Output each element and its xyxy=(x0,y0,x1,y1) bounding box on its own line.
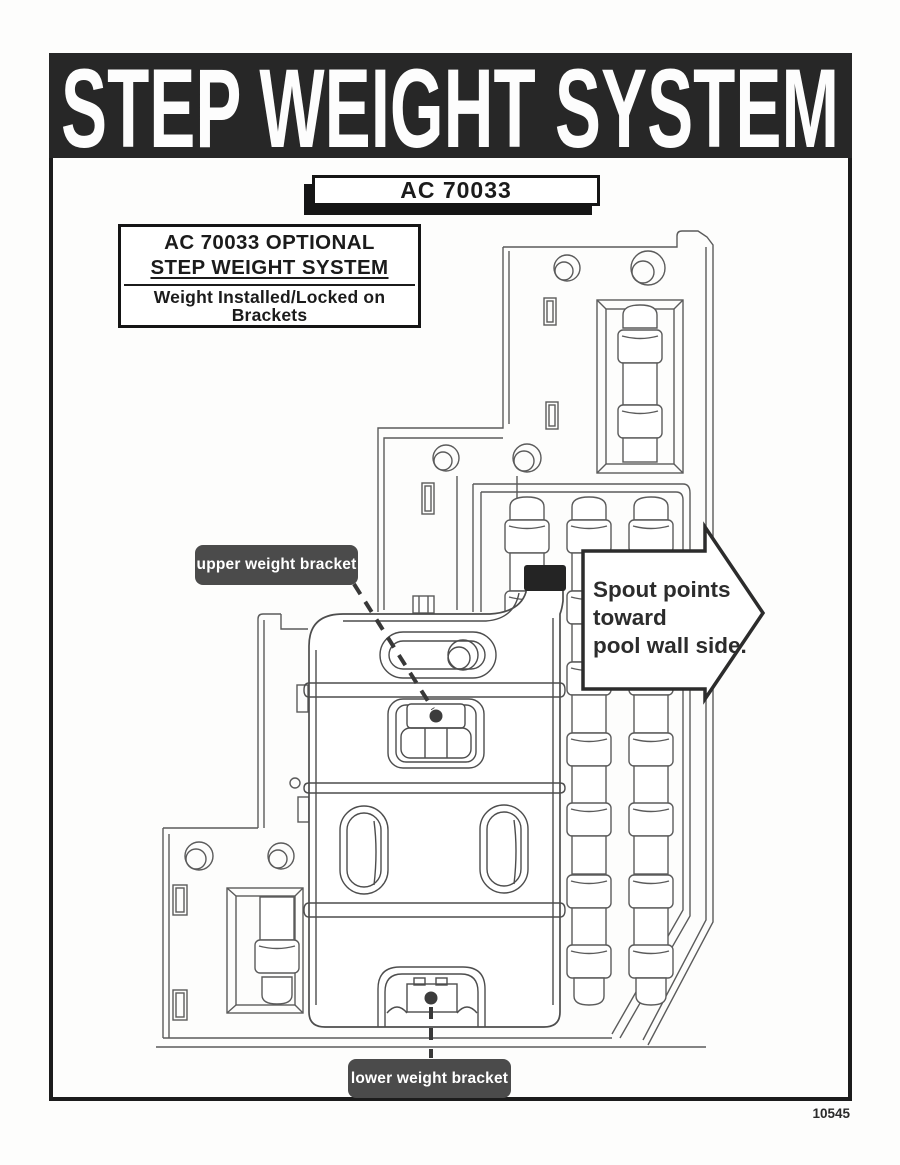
info-box: AC 70033 OPTIONAL STEP WEIGHT SYSTEM Wei… xyxy=(118,224,421,328)
part-number-box: AC 70033 xyxy=(312,175,600,206)
lower-bracket-callout-text: lower weight bracket xyxy=(350,1069,509,1087)
spout-cap xyxy=(524,565,566,591)
info-divider xyxy=(124,284,415,286)
steps-back-outline xyxy=(156,230,714,1048)
upper-bracket-callout: upper weight bracket xyxy=(195,545,358,585)
info-line1: AC 70033 OPTIONAL xyxy=(164,231,375,254)
title-banner: STEP WEIGHT SYSTEM xyxy=(49,46,852,171)
info-line3: Weight Installed/Locked on xyxy=(153,287,386,307)
spout-note-line2: toward xyxy=(593,605,667,630)
weight-jug xyxy=(303,565,566,1028)
dashed-leader-upper xyxy=(352,582,435,711)
top-recess xyxy=(379,631,497,679)
upper-bracket-dot xyxy=(429,709,443,723)
lower-left-roller-panel xyxy=(226,887,304,1014)
svg-text:Spout points toward: Spout points toward pool wall side. xyxy=(593,577,747,658)
handhold-ovals xyxy=(339,804,529,895)
upper-roller-panel xyxy=(596,299,684,474)
spout-note-line1: Spout points xyxy=(593,577,730,602)
ridge-bands xyxy=(303,682,566,918)
bolt-holes xyxy=(184,250,666,871)
spout-direction-arrow: Spout points toward pool wall side. xyxy=(581,521,766,705)
upper-weight-bracket xyxy=(387,698,485,769)
info-line4: Brackets xyxy=(231,305,308,325)
upper-bracket-callout-text: upper weight bracket xyxy=(196,556,357,573)
page-number: 10545 xyxy=(812,1106,850,1121)
info-line2: STEP WEIGHT SYSTEM xyxy=(150,256,389,279)
spout-note-line3: pool wall side. xyxy=(593,633,747,658)
page-border-frame xyxy=(49,157,852,1101)
part-number: AC 70033 xyxy=(400,177,512,203)
lower-bracket-callout: lower weight bracket xyxy=(348,1059,511,1098)
page-title: STEP WEIGHT SYSTEM xyxy=(61,53,839,158)
lower-bracket-dot xyxy=(424,991,438,1005)
